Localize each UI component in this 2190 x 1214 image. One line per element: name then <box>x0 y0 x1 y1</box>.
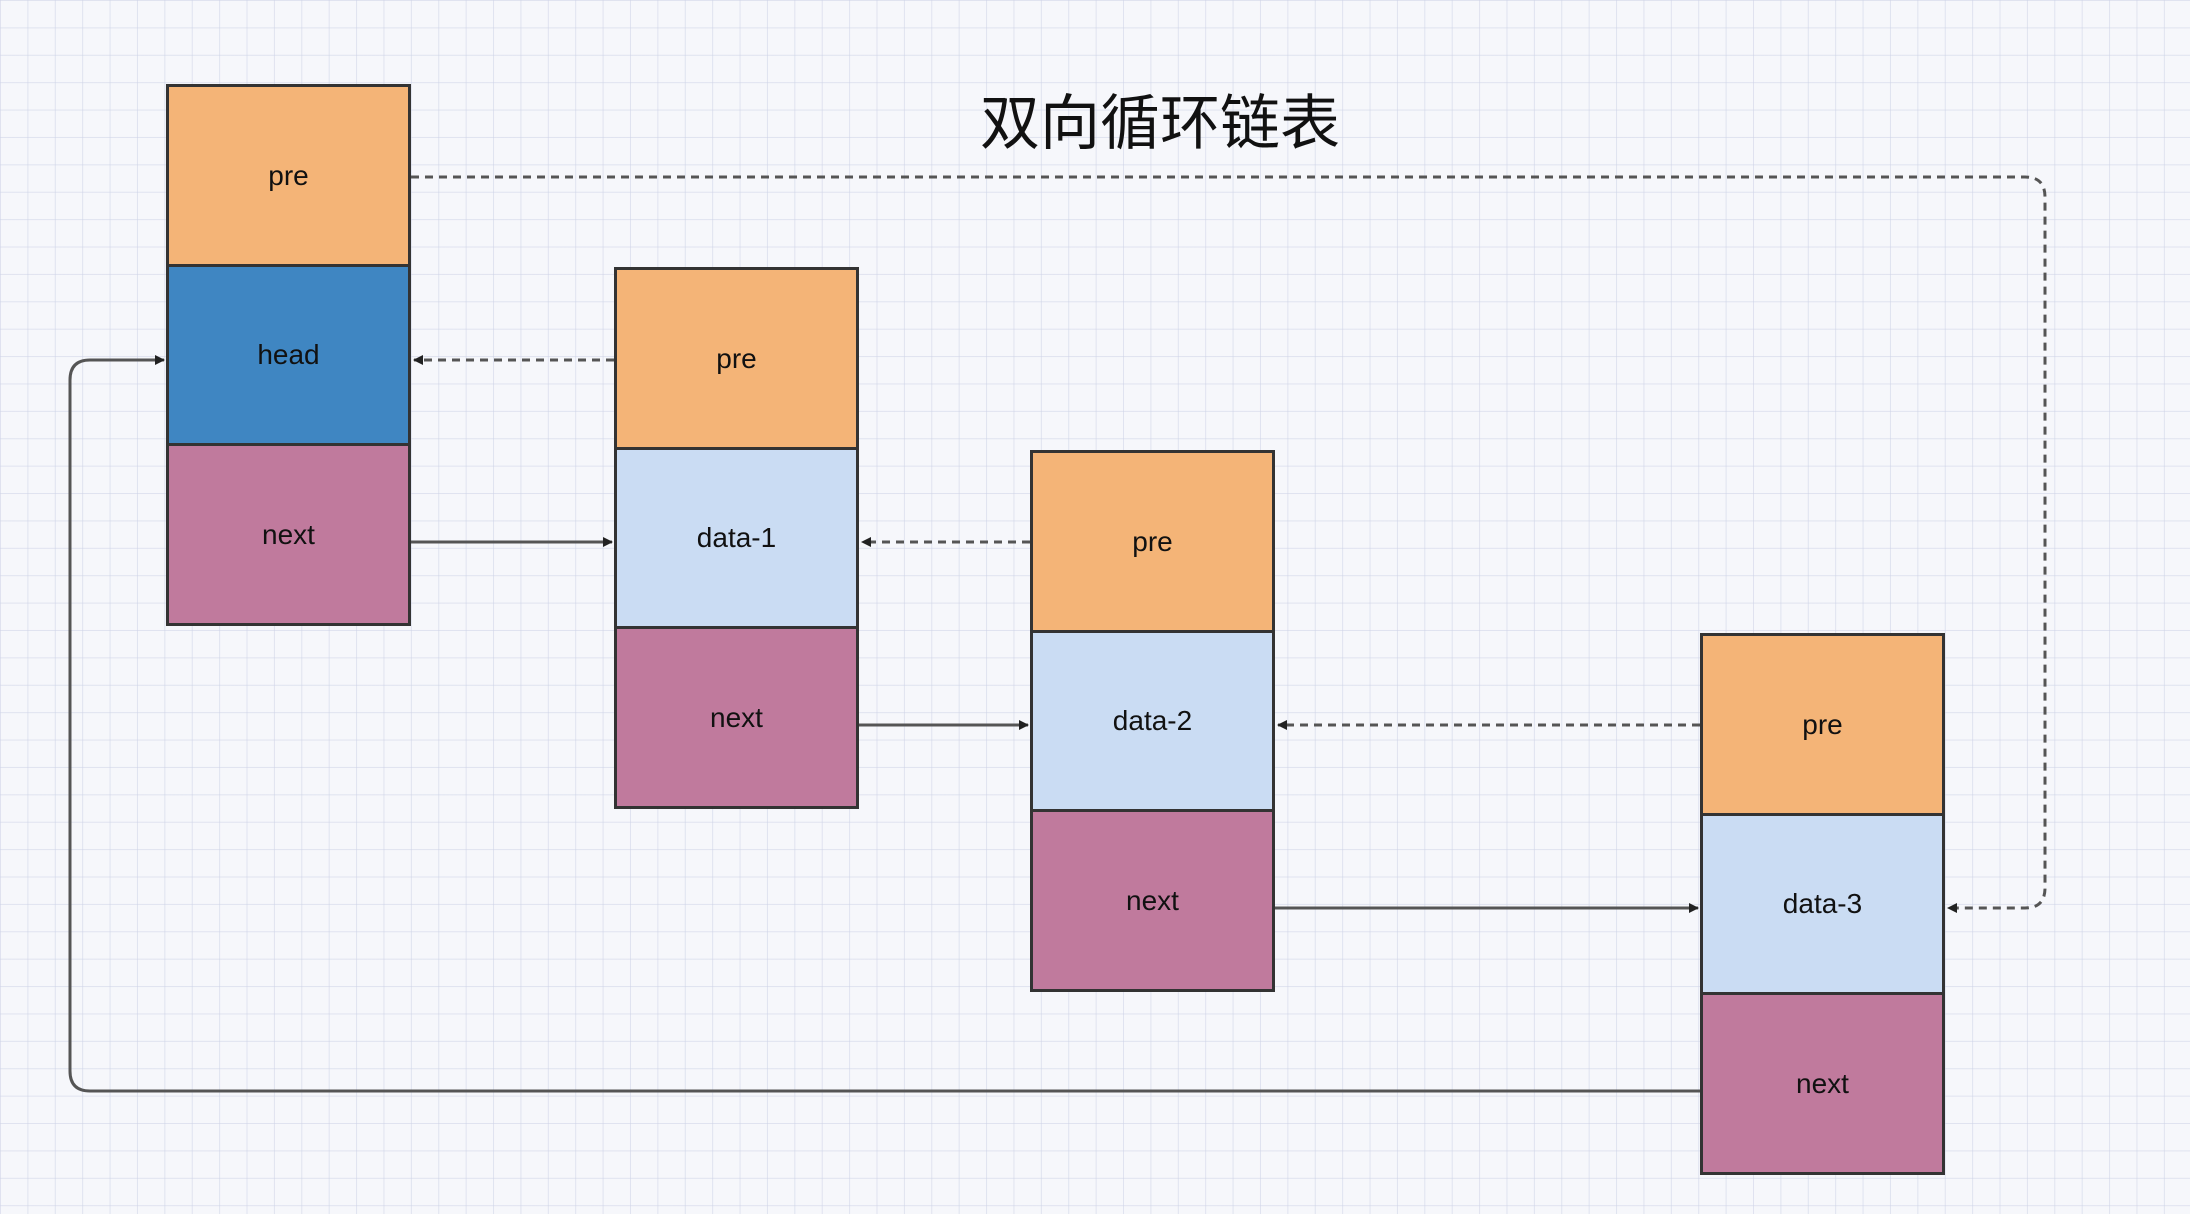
node-data-2-next-cell: next <box>1030 809 1275 992</box>
node-head-next-cell: next <box>166 443 411 626</box>
diagram-title: 双向循环链表 <box>980 89 1340 159</box>
node-data-1-value-cell: data-1 <box>614 446 859 630</box>
node-data-3-value-cell: data-3 <box>1700 812 1945 996</box>
node-data-2-value-cell: data-2 <box>1030 629 1275 813</box>
node-data-2-pre-cell: pre <box>1030 450 1275 633</box>
node-head-pre-cell: pre <box>166 84 411 267</box>
node-data-3-pre-cell: pre <box>1700 633 1945 816</box>
arrow-head-pre-to-data-3 <box>411 175 2047 913</box>
node-data-3: pre data-3 next <box>1700 633 1945 1175</box>
node-data-1-next-cell: next <box>614 626 859 809</box>
node-data-3-next-cell: next <box>1700 992 1945 1175</box>
node-data-1-pre-cell: pre <box>614 267 859 450</box>
node-data-2: pre data-2 next <box>1030 450 1275 992</box>
node-data-1: pre data-1 next <box>614 267 859 809</box>
node-head-value-cell: head <box>166 263 411 447</box>
node-head: pre head next <box>166 84 411 626</box>
arrow-data-3-next-to-head <box>68 355 1700 1093</box>
